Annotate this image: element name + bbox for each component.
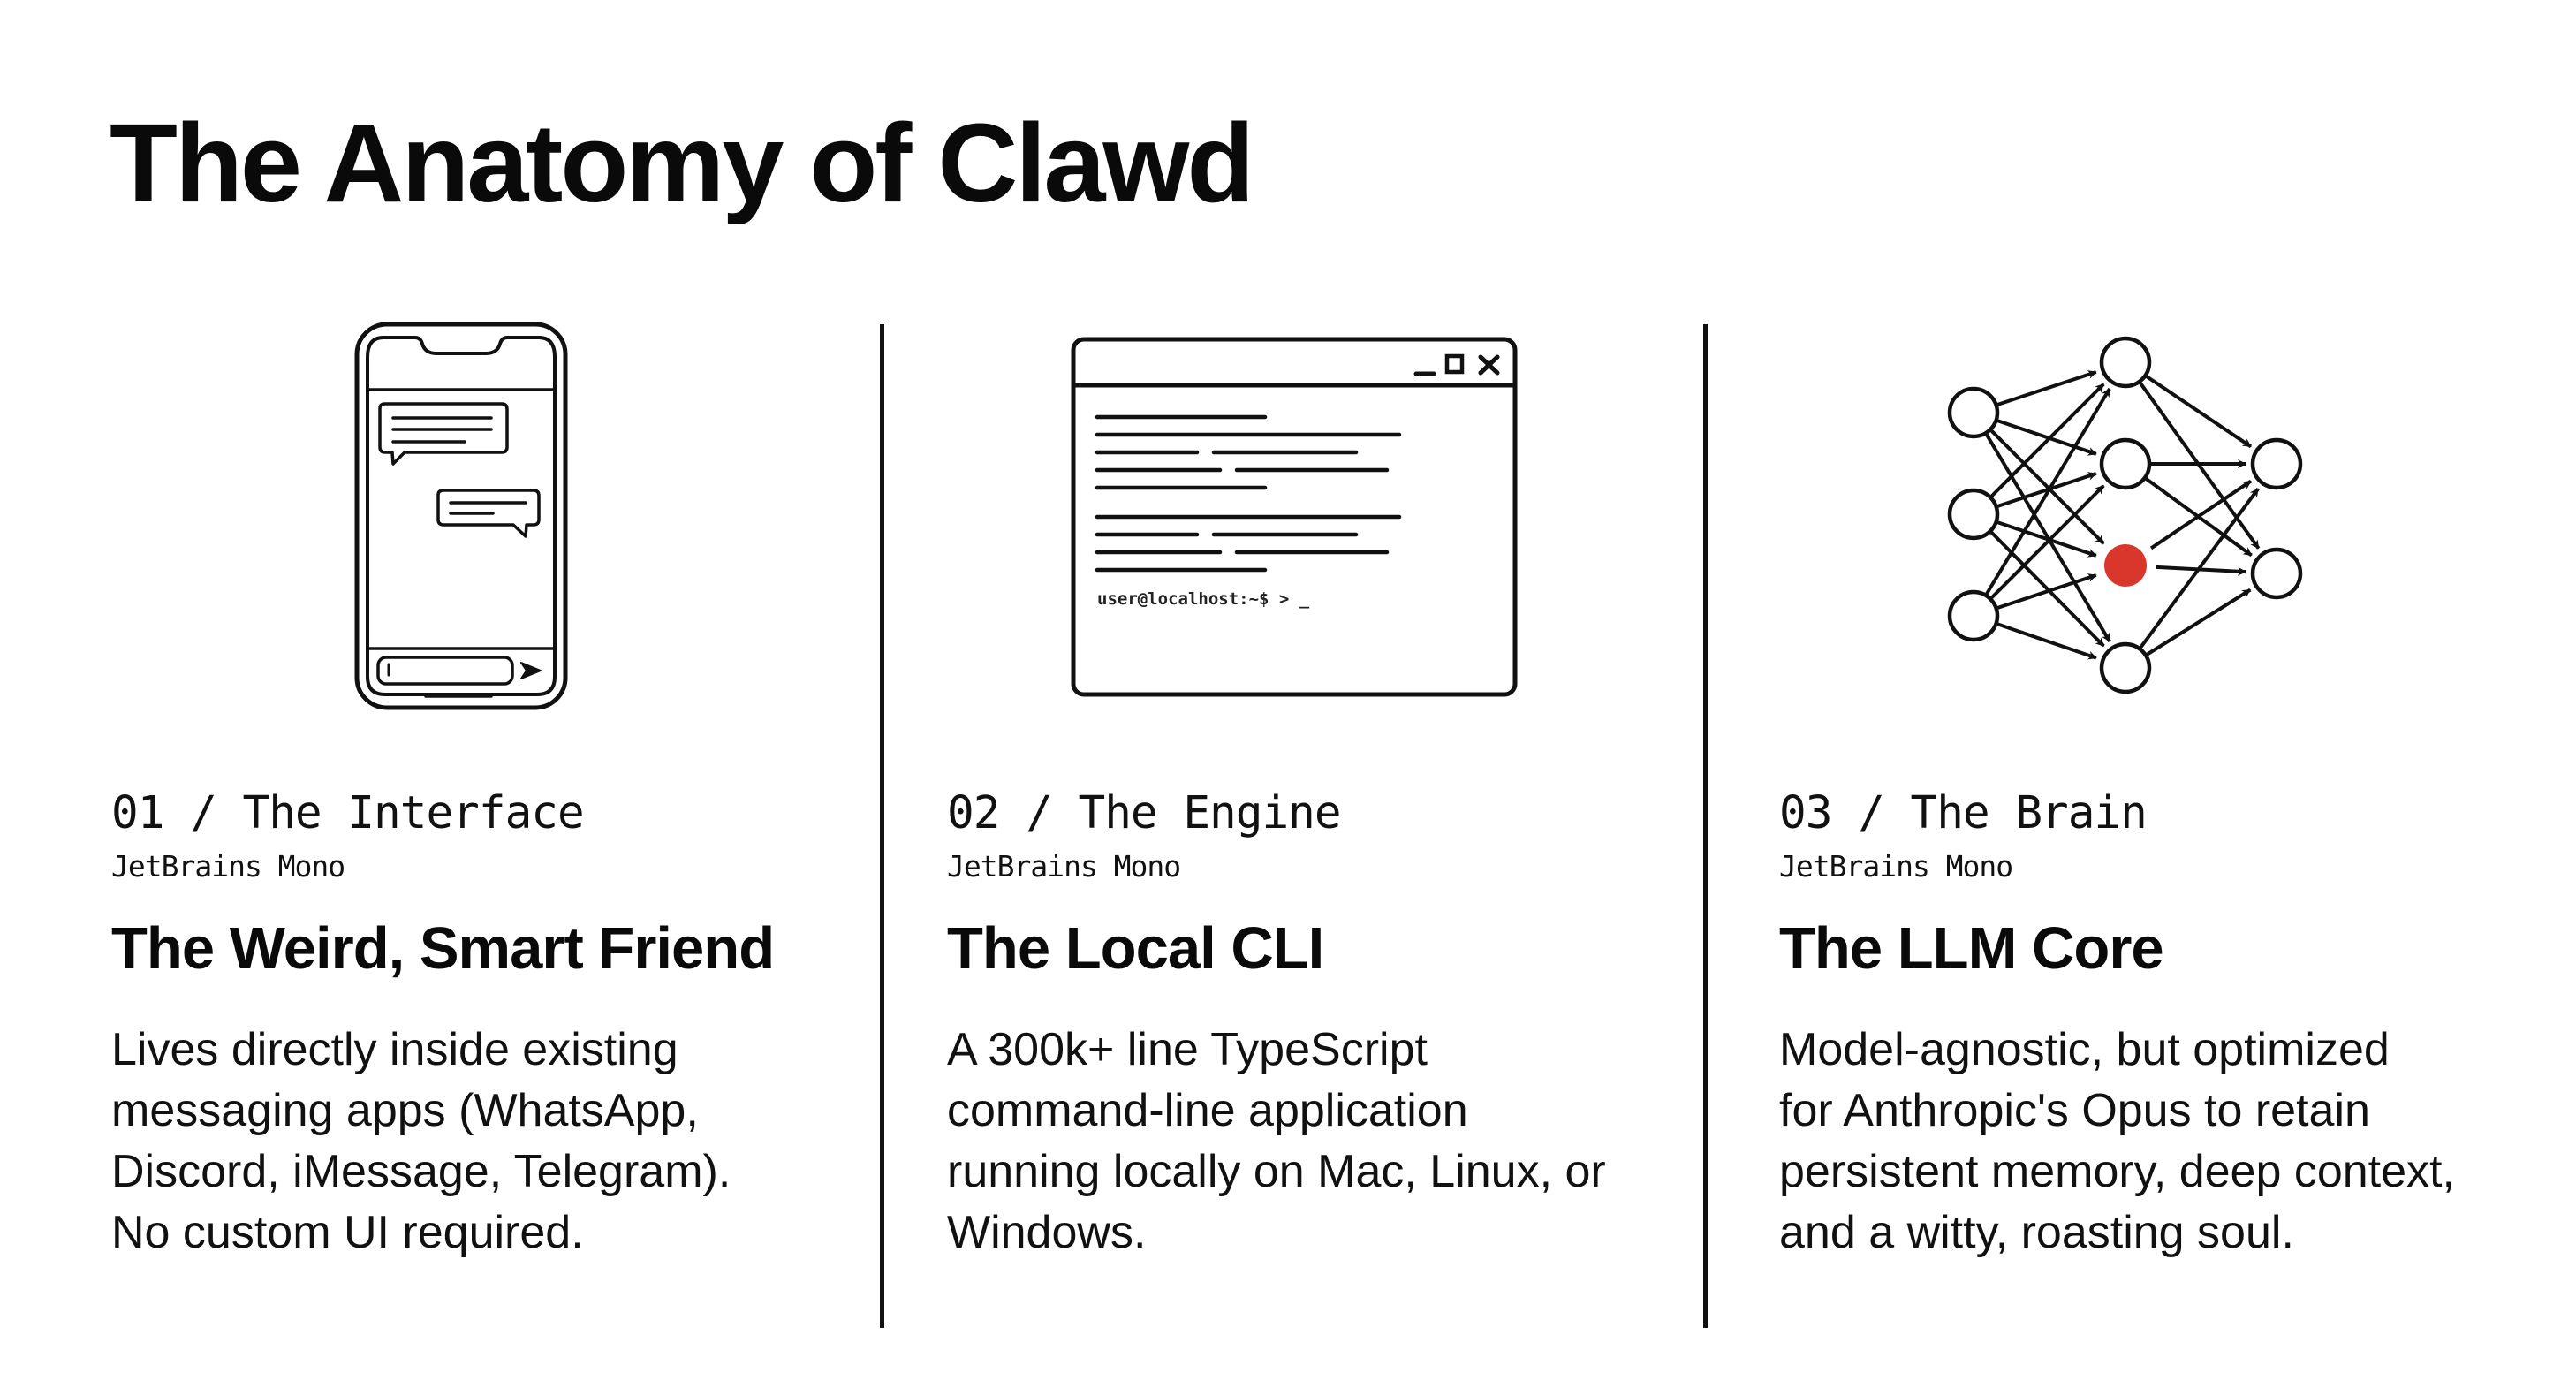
network-connection bbox=[1996, 573, 2097, 610]
network-connection bbox=[1985, 387, 2111, 596]
description-line: and a witty, roasting soul. bbox=[1779, 1207, 2294, 1258]
output-node bbox=[2250, 547, 2303, 600]
description-line: Windows. bbox=[947, 1207, 1147, 1258]
description-line: persistent memory, deep context, bbox=[1779, 1146, 2455, 1197]
description-line: Lives directly inside existing bbox=[111, 1024, 678, 1075]
section-description: Model-agnostic, but optimized for Anthro… bbox=[1779, 1020, 2455, 1263]
terminal-output-lines bbox=[1095, 414, 1402, 573]
font-note: JetBrains Mono bbox=[1779, 849, 2013, 884]
column-divider bbox=[1703, 324, 1708, 1328]
network-connection bbox=[2145, 375, 2253, 449]
description-line: No custom UI required. bbox=[111, 1207, 584, 1258]
section-description: Lives directly inside existing messaging… bbox=[111, 1020, 731, 1263]
terminal-window-icon: user@localhost:~$ > _ bbox=[1071, 337, 1518, 697]
neural-network-icon bbox=[1947, 336, 2303, 694]
section-headline: The LLM Core bbox=[1779, 915, 2164, 982]
network-connection bbox=[1990, 484, 2105, 599]
terminal-prompt: user@localhost:~$ > _ bbox=[1097, 589, 1310, 609]
network-connection bbox=[2146, 588, 2252, 656]
output-node bbox=[2250, 437, 2303, 490]
network-connection bbox=[2149, 479, 2253, 550]
active-hidden-node bbox=[2104, 544, 2147, 587]
input-node bbox=[1947, 386, 2000, 439]
network-connection bbox=[2139, 487, 2260, 649]
description-line: Discord, iMessage, Telegram). bbox=[111, 1146, 731, 1197]
description-line: A 300k+ line TypeScript bbox=[947, 1024, 1428, 1075]
section-headline: The Weird, Smart Friend bbox=[111, 915, 775, 982]
page-title: The Anatomy of Clawd bbox=[110, 101, 1254, 225]
network-connection bbox=[2156, 565, 2247, 576]
section-label: 03 / The Brain bbox=[1779, 787, 2148, 839]
font-note: JetBrains Mono bbox=[947, 849, 1181, 884]
network-connection bbox=[1996, 419, 2097, 456]
description-line: Model-agnostic, but optimized bbox=[1779, 1024, 2390, 1075]
network-connection bbox=[1990, 383, 2105, 497]
font-note: JetBrains Mono bbox=[111, 849, 345, 884]
description-line: command-line application bbox=[947, 1085, 1468, 1136]
network-connection bbox=[1996, 520, 2097, 558]
input-node bbox=[1947, 488, 2000, 541]
section-label: 01 / The Interface bbox=[111, 787, 585, 839]
network-connection bbox=[2139, 382, 2261, 550]
section-description: A 300k+ line TypeScript command-line app… bbox=[947, 1020, 1606, 1263]
description-line: running locally on Mac, Linux, or bbox=[947, 1146, 1606, 1197]
column-divider bbox=[880, 324, 884, 1328]
hidden-node bbox=[2099, 641, 2152, 694]
input-node bbox=[1947, 589, 2000, 642]
maximize-icon bbox=[1444, 353, 1465, 375]
network-connection bbox=[1990, 429, 2105, 545]
description-line: for Anthropic's Opus to retain bbox=[1779, 1085, 2370, 1136]
network-connection bbox=[1996, 622, 2097, 660]
section-headline: The Local CLI bbox=[947, 915, 1324, 982]
network-connection bbox=[1996, 370, 2097, 406]
close-icon bbox=[1478, 354, 1500, 376]
hidden-node bbox=[2099, 437, 2152, 490]
hidden-node bbox=[2099, 336, 2152, 389]
description-line: messaging apps (WhatsApp, bbox=[111, 1085, 699, 1136]
section-label: 02 / The Engine bbox=[947, 787, 1342, 839]
smartphone-chat-icon bbox=[354, 322, 568, 710]
